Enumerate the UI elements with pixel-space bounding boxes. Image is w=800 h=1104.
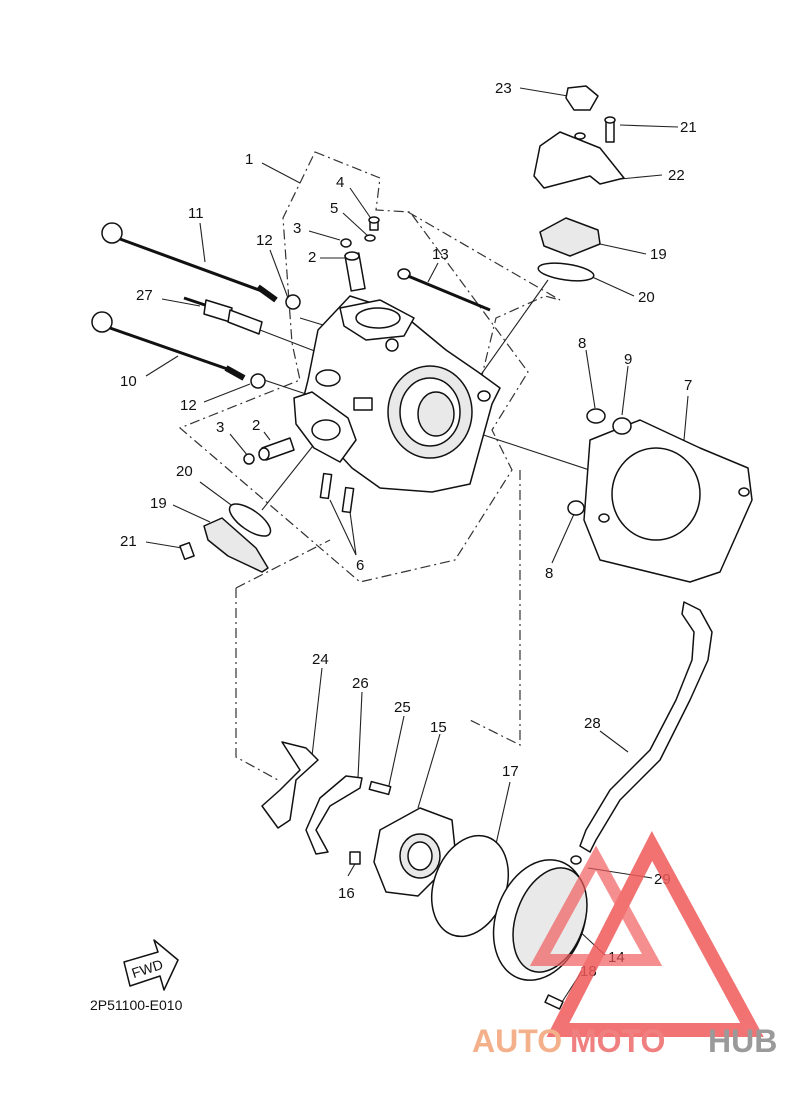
callout-1: 1	[245, 151, 253, 168]
part-4-bolt	[368, 216, 380, 231]
callout-26: 26	[352, 675, 369, 692]
part-9-oring	[612, 417, 632, 435]
callout-28: 28	[584, 715, 601, 732]
part-26-clip	[305, 775, 363, 855]
part-28-hose	[579, 601, 713, 853]
part-19-cover-left	[203, 517, 269, 573]
callout-15: 15	[430, 719, 447, 736]
callout-16: 16	[338, 885, 355, 902]
part-20-gasket-left	[228, 503, 272, 537]
callout-7: 7	[684, 377, 692, 394]
callout-3b: 3	[216, 419, 224, 436]
cover-group-boundary	[235, 470, 521, 781]
group-1-boundary	[178, 151, 529, 583]
watermark-hub: HUB	[708, 1023, 777, 1059]
fwd-arrow-icon: FWD	[123, 939, 179, 991]
part-21-bolt-left	[179, 541, 195, 561]
callout-4: 4	[336, 174, 344, 191]
callout-24: 24	[312, 651, 329, 668]
part-1-cylinder-head	[293, 295, 501, 493]
part-10-stud-bolt	[91, 311, 246, 381]
part-7-head-gasket	[583, 419, 753, 583]
callout-12a: 12	[256, 232, 273, 249]
part-2-dowel-upper	[344, 251, 366, 292]
part-24-bracket	[261, 741, 319, 829]
callout-10: 10	[120, 373, 137, 390]
callout-labels: 1 4 5 3 2 12 11 27 10 12 3 2 20 19 21 6 …	[120, 80, 697, 980]
watermark-auto: AUTO	[472, 1023, 562, 1059]
part-18-bolt	[544, 994, 564, 1010]
part-23-clamp	[565, 85, 599, 111]
part-8-dowels	[567, 408, 606, 516]
callout-6: 6	[356, 557, 364, 574]
callout-12b: 12	[180, 397, 197, 414]
callout-13: 13	[432, 246, 449, 263]
callout-3a: 3	[293, 220, 301, 237]
part-12-washers	[250, 294, 301, 389]
watermark-text: AUTO MOTO HUB	[472, 1023, 777, 1059]
part-5-washer	[364, 234, 376, 242]
part-19-cover-right	[539, 217, 601, 257]
part-29-clip	[570, 855, 582, 865]
callout-22: 22	[668, 167, 685, 184]
callout-23: 23	[495, 80, 512, 97]
part-27-spark-plug	[183, 296, 263, 335]
watermark-moto: MOTO	[570, 1023, 665, 1059]
part-11-stud-bolt	[101, 222, 278, 303]
callout-11: 11	[188, 205, 204, 222]
callout-27: 27	[136, 287, 153, 304]
part-3-o-rings	[243, 238, 352, 465]
part-25-bolt	[368, 780, 392, 796]
callout-20b: 20	[638, 289, 655, 306]
watermark-logo	[529, 830, 764, 1037]
callout-20a: 20	[176, 463, 193, 480]
part-2-dowel-lower	[258, 437, 295, 461]
callout-21b: 21	[680, 119, 697, 136]
callout-21a: 21	[120, 533, 137, 550]
part-14-cover	[492, 859, 588, 981]
callout-17: 17	[502, 763, 519, 780]
callout-8b: 8	[545, 565, 553, 582]
callout-2b: 2	[252, 417, 260, 434]
part-6-studs	[319, 472, 355, 514]
part-20-gasket-right	[537, 262, 595, 282]
part-21-bolt-right	[604, 116, 616, 143]
diagram-code: 2P51100-E010	[90, 997, 183, 1013]
callout-5: 5	[330, 200, 338, 217]
callout-2a: 2	[308, 249, 316, 266]
callout-25: 25	[394, 699, 411, 716]
callout-9: 9	[624, 351, 632, 368]
callout-19a: 19	[150, 495, 167, 512]
part-16-bolt	[349, 851, 361, 865]
part-13-bolt	[397, 268, 491, 312]
callout-19b: 19	[650, 246, 667, 263]
callout-8a: 8	[578, 335, 586, 352]
part-22-bracket	[533, 131, 625, 189]
